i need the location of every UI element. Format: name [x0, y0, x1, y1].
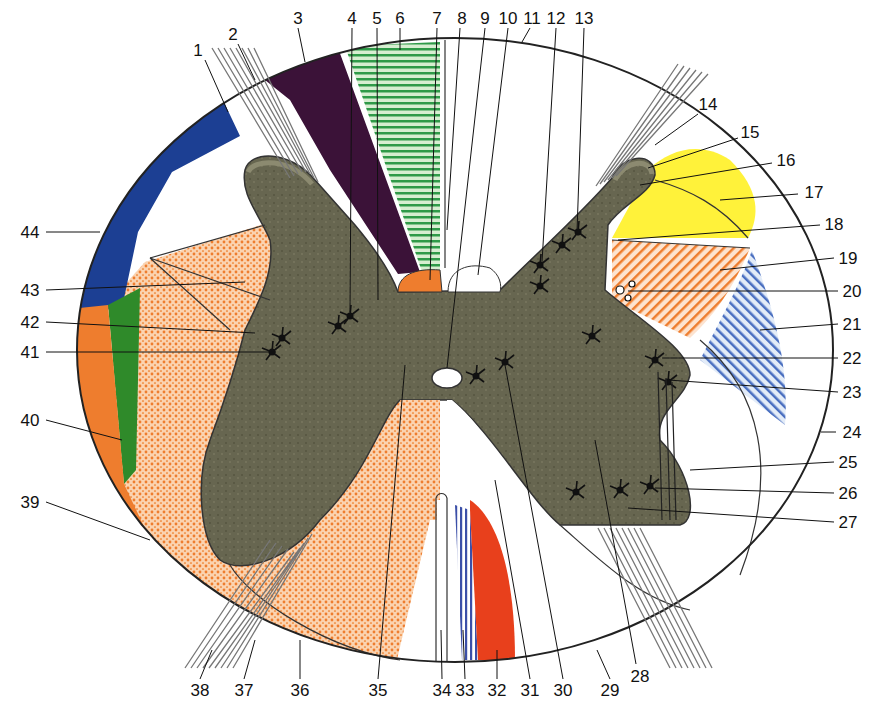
- callout-number: 44: [21, 224, 40, 241]
- callout-number: 4: [347, 10, 356, 27]
- callout-number: 29: [601, 682, 620, 699]
- callout-number: 12: [547, 10, 566, 27]
- callout-number: 33: [456, 682, 475, 699]
- callout-number: 23: [843, 384, 862, 401]
- callout-number: 40: [21, 412, 40, 429]
- callout-number: 16: [777, 152, 796, 169]
- callout-number: 41: [21, 344, 40, 361]
- callout-number: 28: [631, 668, 650, 685]
- callout-number: 3: [293, 10, 302, 27]
- callout-number: 27: [839, 514, 858, 531]
- callout-number: 30: [554, 682, 573, 699]
- callout-number: 36: [291, 682, 310, 699]
- callout-number: 8: [457, 10, 466, 27]
- callout-number: 13: [575, 10, 594, 27]
- callout-number: 42: [21, 314, 40, 331]
- callout-number: 9: [480, 10, 489, 27]
- callout-number: 43: [21, 282, 40, 299]
- callout-number: 34: [433, 682, 452, 699]
- callout-number: 31: [521, 682, 540, 699]
- callout-number: 35: [369, 682, 388, 699]
- callout-number: 5: [372, 10, 381, 27]
- callout-number: 24: [843, 424, 862, 441]
- callout-number: 15: [741, 124, 760, 141]
- callout-number: 14: [699, 96, 718, 113]
- callout-number: 20: [843, 283, 862, 300]
- callout-number: 25: [839, 454, 858, 471]
- callout-number: 1: [193, 42, 202, 59]
- callout-number: 37: [235, 682, 254, 699]
- callout-number: 6: [395, 10, 404, 27]
- callout-number: 17: [805, 184, 824, 201]
- callout-number: 18: [825, 216, 844, 233]
- callout-number: 19: [839, 250, 858, 267]
- callout-number: 21: [843, 316, 862, 333]
- callout-number: 32: [488, 682, 507, 699]
- callout-number: 26: [839, 485, 858, 502]
- callout-number: 39: [21, 494, 40, 511]
- callout-number: 22: [843, 350, 862, 367]
- callout-number: 10: [499, 10, 518, 27]
- callout-number: 7: [432, 10, 441, 27]
- callout-number: 38: [191, 682, 210, 699]
- callout-number: 2: [228, 26, 237, 43]
- callout-number: 11: [523, 10, 541, 27]
